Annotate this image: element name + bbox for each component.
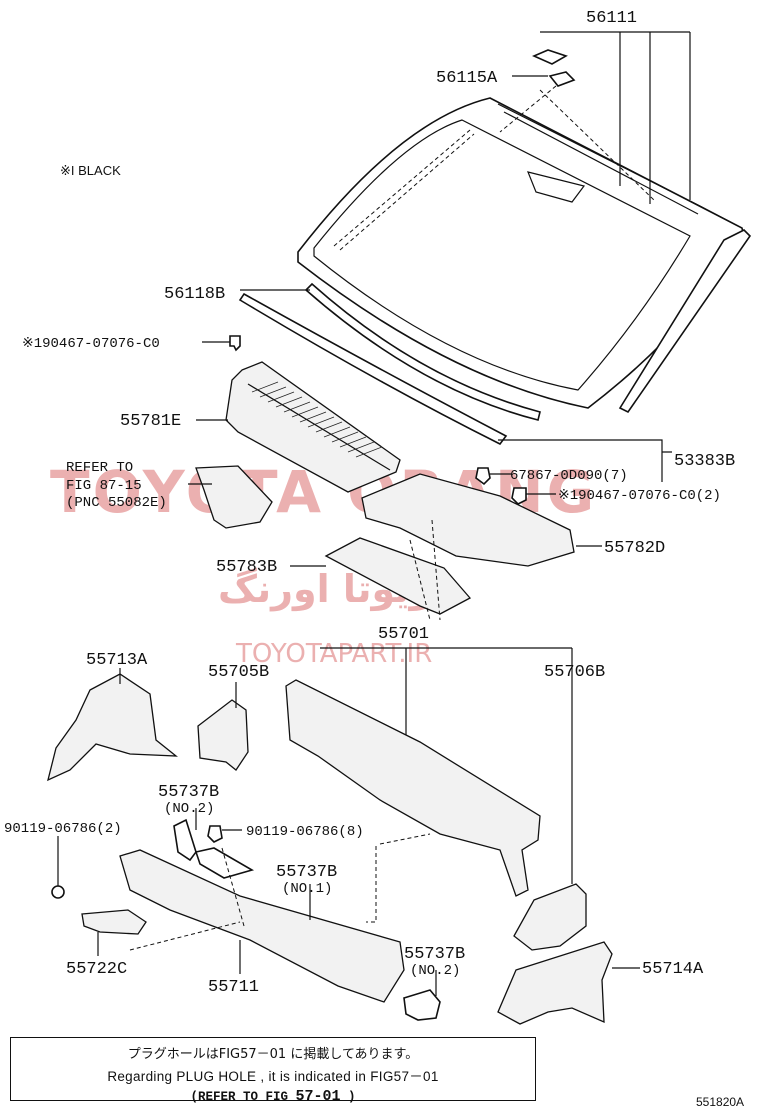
label-55713a: 55713A <box>86 651 148 670</box>
refer-line-1: REFER TO <box>66 460 133 476</box>
label-55782d: 55782D <box>604 539 665 558</box>
note-refer-prefix: (REFER TO FIG <box>190 1090 288 1104</box>
louver-slat <box>291 406 319 418</box>
louver-slat <box>347 441 375 453</box>
label-55737b-no1-sub: (NO.1) <box>282 881 332 897</box>
watermark-url: TOYOTAPART.IR <box>235 639 432 669</box>
label-53383b: 53383B <box>674 452 735 471</box>
label-190467-left: ※190467-07076-C0 <box>22 336 160 352</box>
cowl-panel-55782d <box>361 473 575 567</box>
label-56118b: 56118B <box>164 285 225 304</box>
louver-slat <box>283 401 311 413</box>
label-55783b: 55783B <box>216 558 277 577</box>
legend-black: ※I BLACK <box>60 163 121 178</box>
label-90119-left: 90119-06786(2) <box>4 821 122 837</box>
note-line-japanese: プラグホールはFIG57－01 に掲載してあります。 <box>127 1047 419 1062</box>
side-panel-55714a <box>497 941 613 1025</box>
diagram-code: 551820A <box>696 1095 744 1109</box>
note-refer-fig: 57-01 <box>295 1088 341 1105</box>
label-55781e: 55781E <box>120 412 181 431</box>
clip-190467-left <box>229 335 241 352</box>
label-55705b: 55705B <box>208 663 269 682</box>
side-moulding <box>618 229 752 414</box>
cowl-top-outer-55701 <box>285 679 541 897</box>
bracket-55722c <box>81 909 147 935</box>
louver-slat <box>315 421 343 433</box>
label-55714a: 55714A <box>642 960 704 979</box>
refer-panel-55082e <box>195 465 273 529</box>
cowl-inner-55711 <box>119 849 405 1003</box>
clip-190467-right <box>511 487 527 505</box>
seal-55737b-no1 <box>194 847 255 879</box>
note-line-refer: (REFER TO FIG 57-01 ) <box>11 1088 535 1105</box>
side-panel-55713a <box>47 673 178 782</box>
clip-56115a <box>532 49 576 87</box>
bracket-55705b <box>197 699 249 771</box>
refer-line-3: (PNC 55082E) <box>66 495 167 511</box>
label-55711: 55711 <box>208 978 259 997</box>
seal-55737b-no2-lower <box>403 989 441 1021</box>
clip-90119-left <box>51 885 65 899</box>
louver-slat <box>267 391 295 403</box>
label-55701: 55701 <box>378 625 429 644</box>
label-55737b-no2-bottom: 55737B <box>404 945 465 964</box>
louver-slat <box>331 431 359 443</box>
label-55737b-no2-top-sub: (NO.2) <box>164 801 214 817</box>
louver-slat <box>355 446 383 458</box>
cowl-panel-55783b <box>324 537 472 615</box>
label-55706b: 55706B <box>544 663 605 682</box>
louver-slat <box>307 416 335 428</box>
note-line-english: Regarding PLUG HOLE , it is indicated in… <box>107 1069 439 1084</box>
seal-55737b-no2-upper <box>173 818 197 862</box>
label-56115a: 56115A <box>436 69 498 88</box>
louver-slat <box>275 396 303 408</box>
louver-slat <box>251 381 279 393</box>
plug-hole-note: プラグホールはFIG57－01 に掲載してあります。 Regarding PLU… <box>10 1037 536 1105</box>
label-67867: 67867-0D090(7) <box>510 468 628 484</box>
label-90119-right: 90119-06786(8) <box>246 824 364 840</box>
louver-slat <box>259 386 287 398</box>
louver-slat <box>299 411 327 423</box>
cowl-louver-55781e <box>225 361 401 493</box>
louver-slat <box>339 436 367 448</box>
label-55722c: 55722C <box>66 960 127 979</box>
louver-slat <box>323 426 351 438</box>
bracket-55706b <box>513 883 587 951</box>
label-55737b-no2-bottom-sub: (NO.2) <box>410 963 460 979</box>
label-56111: 56111 <box>586 9 637 28</box>
label-55737b-no1: 55737B <box>276 863 337 882</box>
note-refer-suffix: ) <box>348 1090 356 1104</box>
clip-67867 <box>475 467 491 486</box>
refer-line-2: FIG 87-15 <box>66 478 142 494</box>
weatherstrip-56118b <box>238 292 508 446</box>
label-55737b-no2-top: 55737B <box>158 783 219 802</box>
label-190467-right: ※190467-07076-C0(2) <box>558 488 721 504</box>
clip-90119-right <box>207 825 223 843</box>
